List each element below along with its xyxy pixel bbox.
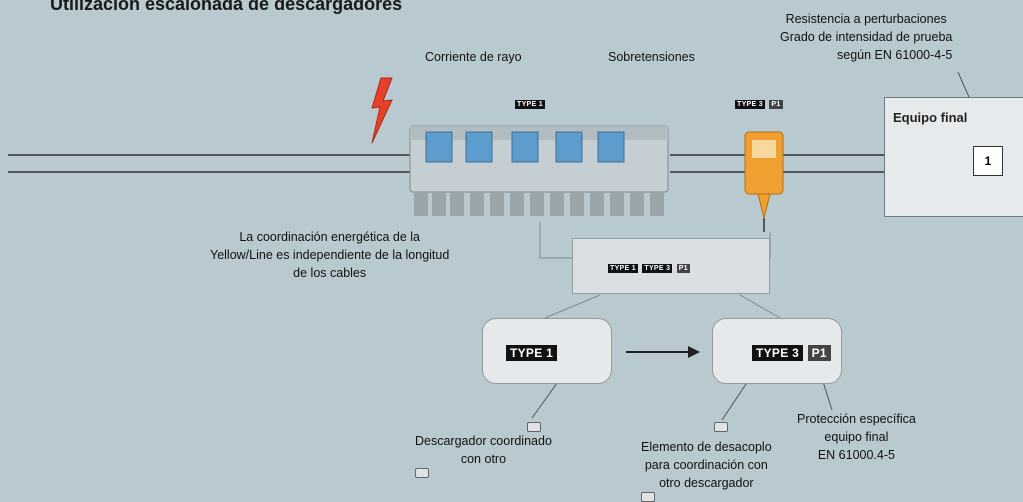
coupling-icon xyxy=(527,418,541,436)
lightning-current-label: Corriente de rayo xyxy=(425,50,522,64)
diagram-title: Utilización escalonada de descargadores xyxy=(50,0,403,14)
decoupling-line-3: otro descargador xyxy=(641,474,772,502)
equipment-final-label: Equipo final xyxy=(893,110,968,125)
combo-type3-badge: TYPE 3 xyxy=(642,264,673,273)
coordinated-arrester-label: Descargador coordinado con otro xyxy=(415,432,552,478)
type3-badge-text: TYPE 3 xyxy=(735,100,765,109)
combo-type1-badge: TYPE 1 xyxy=(608,264,638,273)
puzzle-type3-badge-wrap: TYPE 3 P1 xyxy=(752,344,831,362)
coupling-icon-3 xyxy=(415,468,429,478)
type1-badge-text: TYPE 1 xyxy=(515,100,545,109)
coupling-icon-4 xyxy=(641,492,655,502)
resistance-line-3: según EN 61000-4-5 xyxy=(837,48,953,62)
resistance-label: Resistencia a perturbaciones Grado de in… xyxy=(780,10,952,64)
p1-badge-text: P1 xyxy=(769,100,783,109)
specific-protection-label: Protección específica equipo final EN 61… xyxy=(797,410,916,464)
type3-badge-top: TYPE 3 P1 xyxy=(735,93,783,111)
coordination-line-1: La coordinación energética de la xyxy=(239,230,420,244)
coordination-text: La coordinación energética de la Yellow/… xyxy=(210,228,449,282)
coordinated-line-1: Descargador coordinado xyxy=(415,434,552,448)
protection-line-2: equipo final xyxy=(824,430,889,444)
coordinated-line-2: con otro xyxy=(415,450,552,478)
combo-p1-badge: P1 xyxy=(676,264,690,273)
resistance-line-1: Resistencia a perturbaciones xyxy=(785,12,947,26)
decoupling-line-2: para coordinación con xyxy=(644,458,768,472)
puzzle-type3-badge: TYPE 3 xyxy=(752,345,804,361)
arrow-right-icon xyxy=(626,346,700,358)
puzzle-p1-badge: P1 xyxy=(807,345,831,361)
lightning-arrester-device xyxy=(409,125,669,216)
overvoltage-label: Sobretensiones xyxy=(608,50,695,64)
puzzle-type1-badge: TYPE 1 xyxy=(506,345,558,361)
protection-line-1: Protección específica xyxy=(797,412,916,426)
coordination-line-3: de los cables xyxy=(293,266,367,280)
coordination-line-2: Yellow/Line es independiente de la longi… xyxy=(210,248,450,262)
type1-badge-top: TYPE 1 xyxy=(515,93,545,111)
surge-protector-device xyxy=(744,131,784,232)
puzzle-type1-badge-wrap: TYPE 1 xyxy=(506,344,558,362)
protection-line-3: EN 61000.4-5 xyxy=(817,448,895,462)
equipment-number-box: 1 xyxy=(973,146,1003,176)
lightning-icon xyxy=(371,77,393,144)
resistance-line-2: Grado de intensidad de prueba xyxy=(780,30,953,44)
combo-badges: TYPE 1 TYPE 3 P1 xyxy=(608,257,690,275)
decoupling-element-label: Elemento de desacoplo para coordinación … xyxy=(641,438,772,502)
coupling-icon-2 xyxy=(714,418,728,436)
decoupling-line-1: Elemento de desacoplo xyxy=(641,440,772,454)
